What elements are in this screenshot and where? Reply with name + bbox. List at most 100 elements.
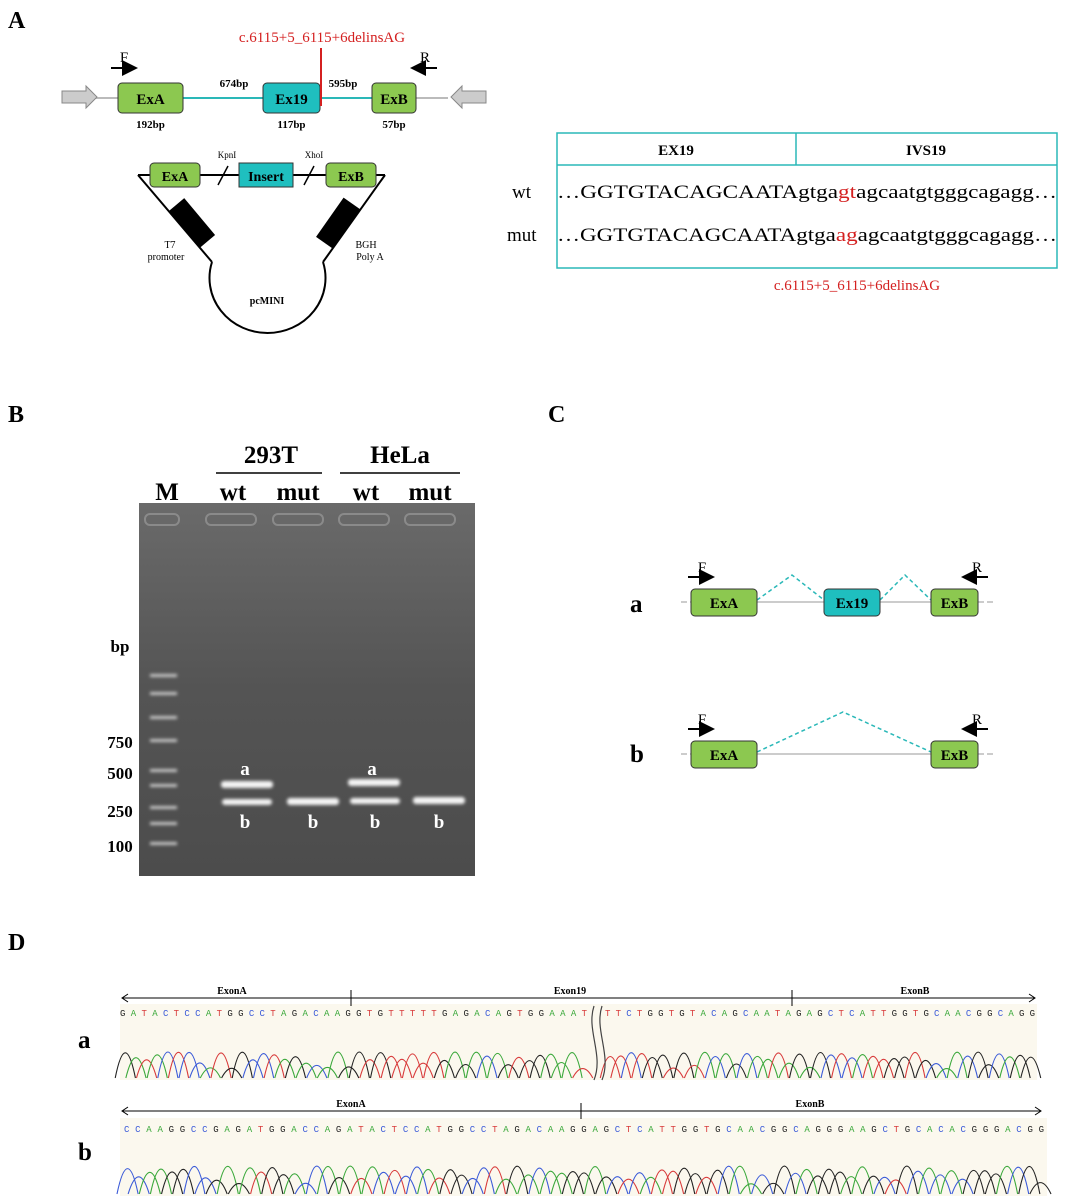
trace-peak bbox=[183, 1165, 206, 1195]
trace-peak bbox=[661, 1170, 685, 1195]
c-a-exon-b-label: ExB bbox=[941, 596, 969, 612]
promoter-label: promoter bbox=[148, 252, 185, 263]
trace-peak bbox=[472, 1167, 495, 1195]
trace-peak bbox=[641, 1056, 663, 1079]
trace-peak bbox=[539, 1170, 562, 1195]
trace-peak bbox=[529, 1055, 551, 1079]
exon-19-size: 117bp bbox=[277, 119, 305, 131]
trace-peak bbox=[894, 1056, 916, 1079]
plasmid-name: pcMINI bbox=[250, 296, 285, 307]
c-b-primer-r: R bbox=[972, 712, 982, 728]
trace-peak bbox=[412, 1062, 434, 1079]
trace-peak bbox=[178, 1052, 200, 1079]
sequence-table-frame bbox=[556, 132, 1058, 269]
trace-peak bbox=[929, 1174, 952, 1195]
lane-label-mut-293t: mut bbox=[276, 479, 320, 506]
t7-label: T7 bbox=[164, 240, 175, 251]
trace-peak bbox=[1007, 1166, 1030, 1195]
ladder-unit: bp bbox=[111, 637, 130, 656]
t7-promoter-block bbox=[168, 198, 216, 248]
primer-r-label: R bbox=[420, 50, 430, 66]
trace-peak bbox=[205, 1179, 228, 1195]
trace-peak bbox=[884, 1179, 907, 1195]
trace-peak bbox=[895, 1165, 918, 1195]
trace-peak bbox=[455, 1063, 477, 1079]
chromatogram-b-bg bbox=[120, 1118, 1047, 1196]
trace-peak bbox=[830, 1053, 853, 1079]
trace-peak bbox=[250, 1171, 273, 1195]
trace-peak bbox=[540, 1053, 562, 1079]
trace-peak bbox=[628, 1172, 651, 1195]
trace-peak bbox=[518, 1060, 541, 1079]
chromatogram-a-trace-left bbox=[114, 1051, 594, 1079]
bgh-polya-block bbox=[316, 197, 360, 249]
exon-a-size: 192bp bbox=[136, 119, 165, 131]
trace-peak bbox=[561, 1171, 584, 1195]
trace-peak bbox=[125, 1057, 147, 1079]
c-a-exon-a-label: ExA bbox=[710, 596, 739, 612]
trace-peak bbox=[739, 1183, 763, 1195]
trace-peak bbox=[423, 1052, 445, 1079]
trace-peak bbox=[599, 1056, 621, 1079]
band-label-b-hela-wt: b bbox=[370, 812, 381, 833]
trace-peak bbox=[946, 1051, 968, 1079]
trace-peak bbox=[428, 1177, 451, 1195]
trace-peak bbox=[380, 1056, 402, 1079]
trace-peak bbox=[127, 1176, 150, 1195]
trace-peak bbox=[167, 1052, 190, 1079]
trace-peak bbox=[684, 1173, 707, 1195]
kpni-cut-icon bbox=[217, 165, 229, 186]
trace-peak bbox=[751, 1174, 774, 1195]
trace-peak bbox=[528, 1167, 551, 1195]
trace-peak bbox=[401, 1053, 424, 1079]
trace-peak bbox=[350, 1177, 373, 1195]
trace-peak bbox=[417, 1169, 440, 1195]
trace-peak bbox=[917, 1167, 941, 1195]
trace-peak bbox=[620, 1052, 642, 1079]
trace-peak bbox=[316, 1165, 340, 1195]
trace-peak bbox=[486, 1053, 509, 1079]
trace-peak bbox=[978, 1064, 1000, 1079]
vector-exon-a-label: ExA bbox=[162, 170, 189, 185]
trace-peak bbox=[906, 1170, 930, 1195]
chromatogram-b-label: b bbox=[78, 1139, 92, 1166]
trace-peak bbox=[584, 1166, 607, 1195]
header-ex19: EX19 bbox=[658, 143, 694, 159]
trace-peak bbox=[439, 1169, 462, 1195]
trace-peak bbox=[631, 1053, 653, 1079]
trace-peak bbox=[295, 1062, 317, 1079]
chromatogram-a-trace-right bbox=[599, 1051, 1042, 1079]
trace-peak bbox=[194, 1177, 217, 1195]
trace-peak bbox=[973, 1170, 996, 1195]
c-a-primer-r: R bbox=[972, 560, 982, 576]
trace-peak bbox=[862, 1175, 885, 1195]
c-a-exon-19-box bbox=[823, 588, 881, 617]
seq-row-wt-label: wt bbox=[512, 182, 532, 203]
panel-label-b: B bbox=[8, 402, 24, 428]
trace-peak bbox=[773, 1165, 796, 1195]
trace-peak bbox=[348, 1051, 370, 1079]
exon-a-label: ExA bbox=[136, 92, 165, 108]
band-hela-wt-a bbox=[348, 779, 400, 786]
trace-peak bbox=[1020, 1056, 1042, 1079]
lane-label-m: M bbox=[155, 479, 179, 506]
trace-peak bbox=[274, 1058, 296, 1079]
trace-peak bbox=[263, 1054, 285, 1079]
exon-b-label: ExB bbox=[380, 92, 408, 108]
chromatogram-a-bg bbox=[120, 1004, 1037, 1080]
trace-peak bbox=[683, 1064, 705, 1079]
trace-peak bbox=[361, 1166, 384, 1195]
trace-peak bbox=[572, 1068, 594, 1079]
trace-peak bbox=[762, 1182, 785, 1195]
panel-label-a: A bbox=[8, 8, 26, 34]
vector-exon-a-box bbox=[149, 162, 201, 188]
trace-peak bbox=[252, 1053, 275, 1079]
trace-peak bbox=[114, 1052, 136, 1079]
cell-line-hela: HeLa bbox=[370, 442, 430, 469]
trace-peak bbox=[862, 1056, 884, 1079]
band-293t-wt-b bbox=[222, 799, 272, 805]
trace-peak bbox=[984, 1173, 1008, 1195]
region-a-exonb: ExonB bbox=[901, 986, 930, 997]
